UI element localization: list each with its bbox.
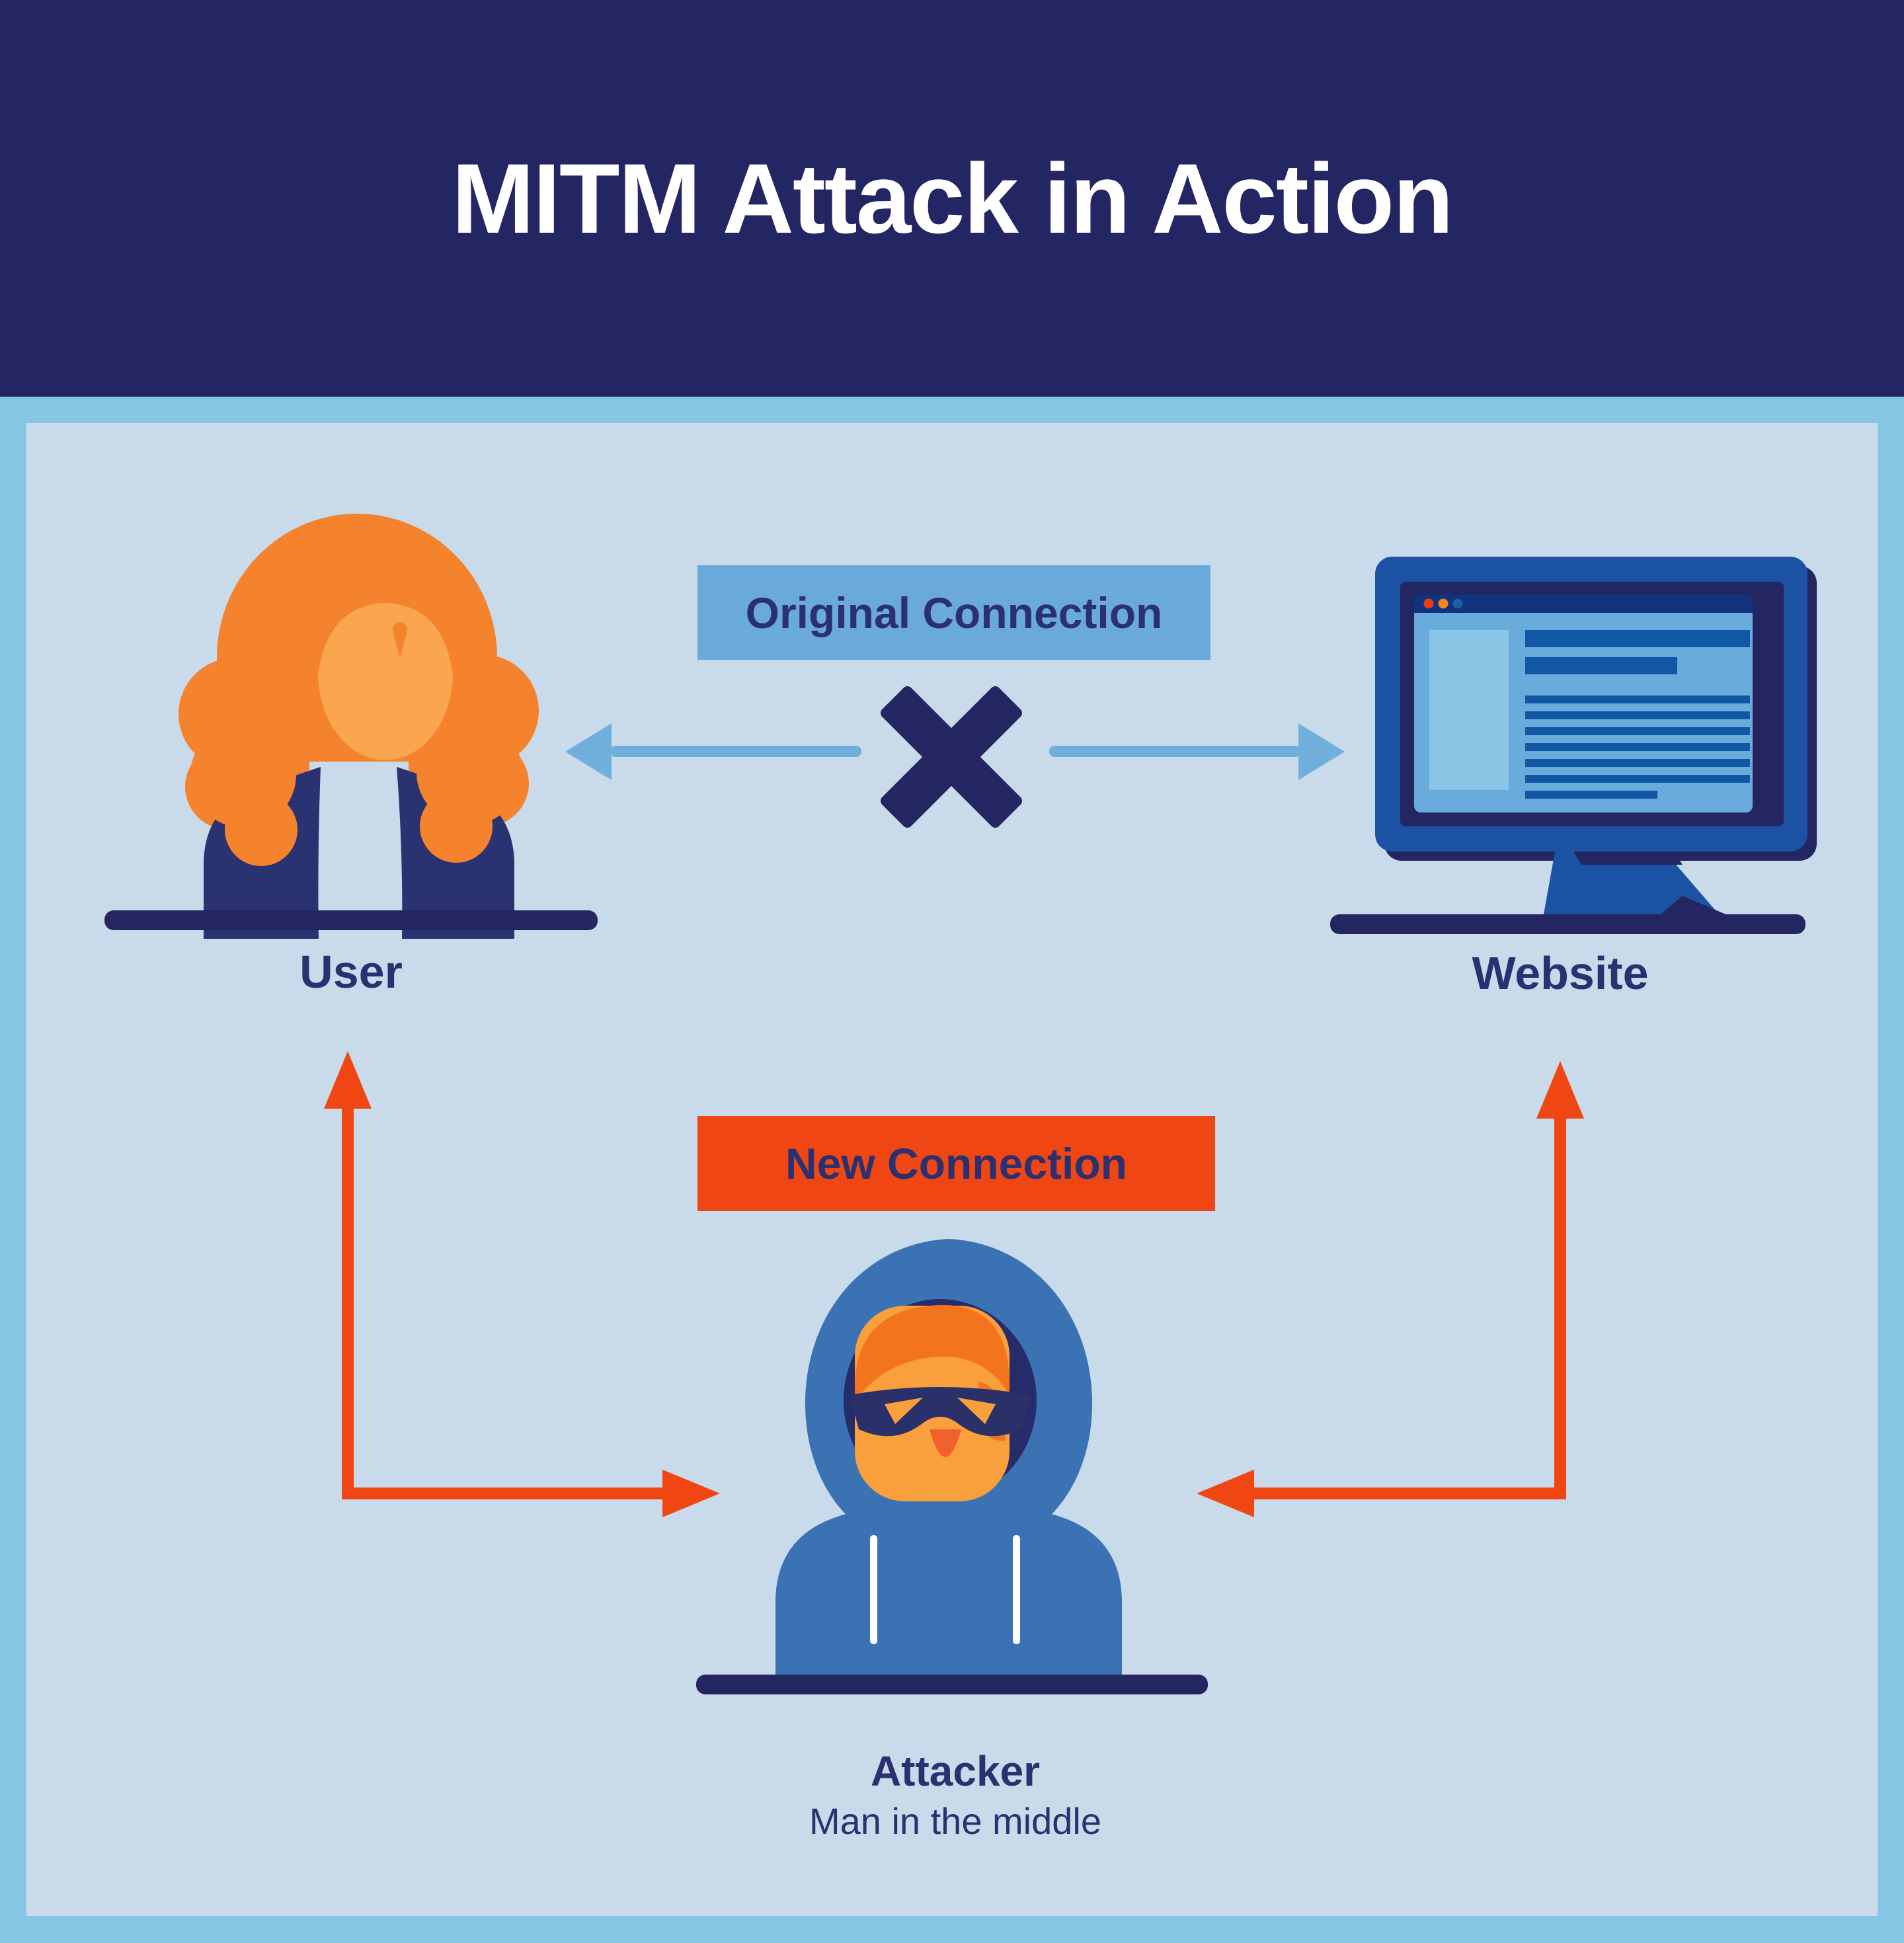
browser-dot-orange-icon xyxy=(1438,598,1448,609)
attacker-drawstring-left xyxy=(870,1535,877,1644)
browser-dot-blue-icon xyxy=(1452,598,1463,609)
attacker-drawstring-right xyxy=(1013,1535,1020,1644)
user-desk-line xyxy=(104,910,598,930)
website-monitor-icon xyxy=(1375,557,1817,916)
orange-elbow-arrow-website-attacker-icon xyxy=(1197,1061,1584,1517)
attacker-eye-left xyxy=(885,1398,923,1424)
page-title: MITM Attack in Action xyxy=(452,142,1454,254)
new-connection-arrows xyxy=(324,1051,1584,1517)
hooded-attacker-icon xyxy=(775,1239,1122,1683)
attacker-mask xyxy=(850,1387,1031,1437)
blue-arrow-to-user-icon xyxy=(565,723,861,780)
attacker-label: Attacker xyxy=(870,1747,1041,1795)
monitor-stand-shadow xyxy=(1573,852,1683,865)
attacker-sublabel: Man in the middle xyxy=(809,1800,1101,1842)
attacker-desk-line xyxy=(696,1675,1208,1694)
user-shirt xyxy=(309,762,409,939)
website-desk-line xyxy=(1330,914,1805,934)
monitor-stand-foot xyxy=(1659,896,1729,916)
user-hairline xyxy=(318,584,453,674)
browser-titlebar xyxy=(1414,594,1753,613)
blocked-cross-icon xyxy=(881,686,1022,828)
original-connection-arrows xyxy=(565,723,1345,780)
monitor-stand xyxy=(1544,852,1719,914)
browser-dot-red-icon xyxy=(1423,598,1434,609)
user-label: User xyxy=(299,946,403,998)
user-face-mark xyxy=(393,622,407,657)
blue-arrow-to-website-icon xyxy=(1049,723,1345,780)
browser-text-lines xyxy=(1525,630,1750,799)
new-connection-label: New Connection xyxy=(697,1116,1215,1211)
browser-sidebar xyxy=(1429,630,1509,790)
website-label: Website xyxy=(1472,947,1649,999)
user-avatar-icon xyxy=(178,514,539,939)
orange-elbow-arrow-user-attacker-icon xyxy=(324,1051,720,1517)
attacker-eye-right xyxy=(957,1398,996,1424)
user-hair-front xyxy=(190,719,522,866)
attacker-hair xyxy=(855,1304,1010,1402)
header-band: MITM Attack in Action xyxy=(0,0,1904,397)
attacker-nose xyxy=(930,1429,961,1457)
original-connection-label: Original Connection xyxy=(697,565,1210,660)
user-face xyxy=(318,586,453,760)
